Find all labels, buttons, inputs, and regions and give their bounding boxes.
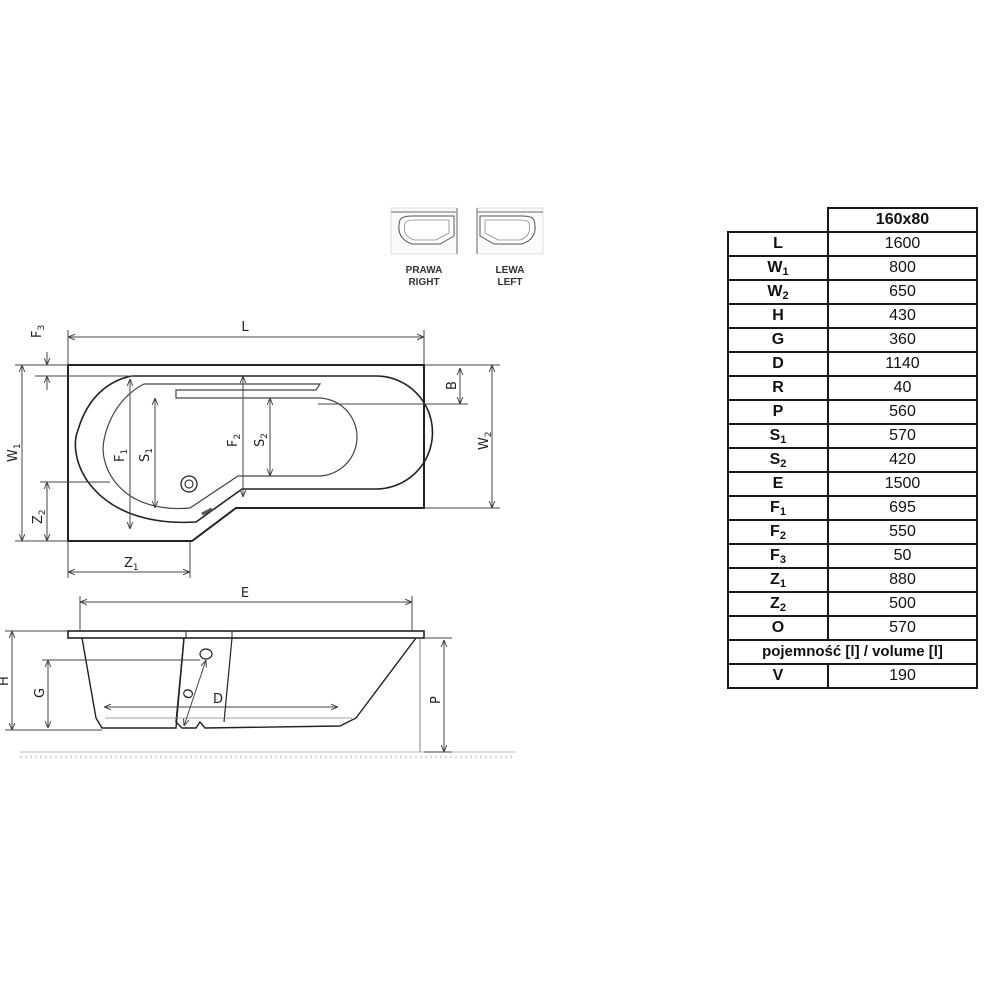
label-O: O: [181, 687, 198, 701]
variant-right-icon: [390, 207, 458, 255]
label-S2: S2: [253, 433, 270, 447]
volume-key: V: [727, 663, 829, 689]
label-F1: F1: [113, 449, 130, 462]
size-header: 160x80: [827, 207, 978, 233]
label-F3: F3: [30, 325, 47, 338]
label-F2: F2: [226, 434, 243, 447]
volume-label-row: pojemność [l] / volume [l]: [727, 639, 978, 665]
variant-left-icon: [476, 207, 544, 255]
label-E: E: [241, 586, 249, 601]
label-P: P: [429, 696, 444, 704]
label-Z1: Z1: [124, 556, 139, 573]
svg-text:Z2: Z2: [31, 509, 48, 524]
side-view: [20, 630, 515, 759]
svg-text:F3: F3: [30, 325, 47, 338]
label-G: G: [33, 688, 48, 698]
svg-text:F2: F2: [226, 434, 243, 447]
label-B: B: [445, 381, 460, 390]
table-header-row: 160x80: [728, 207, 978, 233]
label-D: D: [213, 692, 223, 707]
svg-text:P: P: [429, 696, 444, 704]
volume-label: pojemność [l] / volume [l]: [727, 639, 978, 665]
svg-text:H: H: [0, 676, 12, 686]
label-H: H: [0, 676, 12, 686]
label-Z2: Z2: [31, 509, 48, 524]
svg-text:F1: F1: [113, 449, 130, 462]
volume-row: V 190: [727, 663, 978, 689]
svg-text:S2: S2: [253, 433, 270, 447]
variant-left-line1: LEWA: [496, 265, 525, 276]
variant-right-line1: PRAWA: [406, 265, 443, 276]
svg-text:S1: S1: [138, 448, 155, 462]
label-W1: W1: [6, 443, 23, 462]
variant-right-line2: RIGHT: [408, 277, 439, 288]
svg-text:W1: W1: [6, 443, 23, 462]
variant-left-line2: LEFT: [498, 277, 523, 288]
svg-text:G: G: [33, 688, 48, 698]
label-S1: S1: [138, 448, 155, 462]
volume-value: 190: [827, 663, 978, 689]
svg-text:W2: W2: [477, 431, 494, 450]
svg-text:O: O: [181, 687, 198, 701]
label-W2: W2: [477, 431, 494, 450]
svg-text:B: B: [445, 381, 460, 390]
label-L: L: [241, 320, 249, 335]
